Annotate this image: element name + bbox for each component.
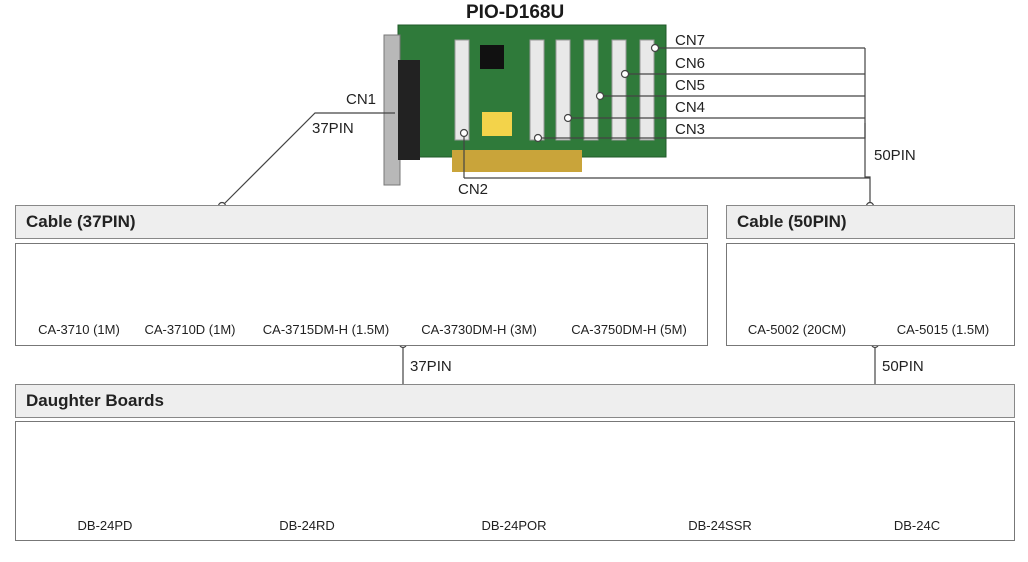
daughter-board-item: DB-24SSR <box>688 518 752 533</box>
cn2-label: CN2 <box>458 181 489 198</box>
cn7-label: CN7 <box>675 32 706 49</box>
cable-50pin-panel <box>726 243 1015 346</box>
cn3-cn7-pin-label: 50PIN <box>874 147 916 164</box>
cable-37-item: CA-3710D (1M) <box>144 322 236 337</box>
cn5-label: CN5 <box>675 77 706 94</box>
cable-50pin-header: Cable (50PIN) <box>726 205 1015 239</box>
cable-37pin-panel <box>15 243 708 346</box>
daughter-board-item: DB-24RD <box>279 518 335 533</box>
pio-d168u-board-image <box>383 24 667 186</box>
cn1-pin-label: 37PIN <box>312 120 354 137</box>
daughter-boards-panel <box>15 421 1015 541</box>
cable-50-item: CA-5002 (20CM) <box>747 322 847 337</box>
daughter-board-item: DB-24C <box>893 518 941 533</box>
daughter-board-item: DB-24PD <box>77 518 133 533</box>
cable-37-item: CA-3750DM-H (5M) <box>571 322 687 337</box>
cable-37-item: CA-3730DM-H (3M) <box>421 322 537 337</box>
cn6-label: CN6 <box>675 55 706 72</box>
link-37pin-label: 37PIN <box>410 358 452 375</box>
cable-50-item: CA-5015 (1.5M) <box>896 322 990 337</box>
cn4-label: CN4 <box>675 99 706 116</box>
cn1-label: CN1 <box>346 91 377 108</box>
cn3-label: CN3 <box>675 121 706 138</box>
board-title: PIO-D168U <box>466 2 565 23</box>
daughter-board-item: DB-24POR <box>481 518 547 533</box>
link-50pin-label: 50PIN <box>882 358 924 375</box>
cable-37-item: CA-3715DM-H (1.5M) <box>262 322 390 337</box>
cable-37-item: CA-3710 (1M) <box>38 322 120 337</box>
daughter-boards-header: Daughter Boards <box>15 384 1015 418</box>
cable-37pin-header: Cable (37PIN) <box>15 205 708 239</box>
